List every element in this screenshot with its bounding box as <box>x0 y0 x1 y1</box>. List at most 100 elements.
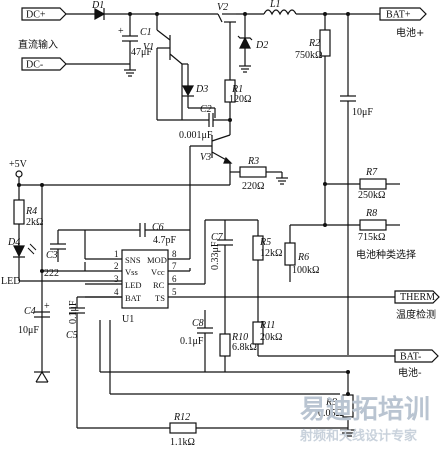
svg-text:Vss: Vss <box>125 267 138 277</box>
svg-text:D2: D2 <box>255 40 268 51</box>
transistor-v3: V3 <box>190 134 233 164</box>
svg-text:R6: R6 <box>297 252 309 263</box>
svg-text:R12: R12 <box>173 412 190 423</box>
svg-text:R5: R5 <box>259 237 271 248</box>
svg-text:V1: V1 <box>143 42 154 53</box>
svg-text:V2: V2 <box>217 2 228 13</box>
resistor-r7: R7 250kΩ <box>358 167 387 201</box>
svg-text:BAT-: BAT- <box>400 352 421 363</box>
svg-text:6: 6 <box>172 274 177 284</box>
svg-text:R4: R4 <box>25 206 37 217</box>
svg-text:20kΩ: 20kΩ <box>260 332 282 343</box>
svg-text:R8: R8 <box>365 208 377 219</box>
dc-minus-port: DC- <box>21 57 67 71</box>
svg-text:R9: R9 <box>325 397 337 408</box>
svg-text:R2: R2 <box>308 38 320 49</box>
svg-text:0.001μF: 0.001μF <box>179 130 213 141</box>
svg-text:715kΩ: 715kΩ <box>358 232 385 243</box>
svg-text:D1: D1 <box>91 0 104 11</box>
svg-text:C7: C7 <box>211 232 224 243</box>
dc-input-label: 直流输入 <box>18 38 58 51</box>
svg-text:TS: TS <box>155 293 165 303</box>
svg-text:10μF: 10μF <box>18 325 39 336</box>
svg-text:RC: RC <box>153 280 165 290</box>
svg-text:1: 1 <box>114 249 119 259</box>
svg-text:+: + <box>118 26 124 37</box>
svg-text:C2: C2 <box>200 104 212 115</box>
diode-d2: D2 <box>237 14 268 66</box>
capacitor-c1: + C1 47μF <box>118 14 152 64</box>
svg-text:MOD: MOD <box>147 255 167 265</box>
led-d4: D4 LED <box>1 237 37 287</box>
transistor-v1: V1 <box>143 14 183 120</box>
svg-text:D3: D3 <box>195 84 208 95</box>
ic-u1: SNS Vss LED BAT MOD Vcc RC TS U1 <box>121 249 169 325</box>
svg-text:750kΩ: 750kΩ <box>295 50 322 61</box>
svg-text:DC+: DC+ <box>26 10 46 21</box>
svg-text:220Ω: 220Ω <box>242 181 264 192</box>
diode-d1: D1 <box>91 0 106 21</box>
resistor-r1: R1 120Ω <box>224 79 251 105</box>
svg-text:+: + <box>44 301 50 312</box>
svg-text:SNS: SNS <box>125 255 141 265</box>
svg-text:4.7pF: 4.7pF <box>153 235 177 246</box>
svg-text:+5V: +5V <box>9 159 28 170</box>
svg-text:5: 5 <box>172 287 177 297</box>
therm-port: THERM <box>394 290 440 304</box>
inductor-l1: L1 <box>263 0 297 16</box>
svg-text:V3: V3 <box>200 152 211 163</box>
svg-text:R10: R10 <box>231 332 248 343</box>
svg-text:BAT: BAT <box>125 293 142 303</box>
svg-text:易迪拓培训: 易迪拓培训 <box>300 395 430 425</box>
svg-text:7: 7 <box>172 261 177 271</box>
dc-plus-port: DC+ <box>21 7 67 21</box>
svg-text:4: 4 <box>114 287 119 297</box>
capacitor-c2: C2 0.001μF <box>157 104 230 141</box>
capacitor-c3: C3 222 <box>44 243 66 279</box>
svg-text:R11: R11 <box>259 320 275 331</box>
capacitor-c4: + C4 10μF <box>18 301 50 336</box>
resistor-r5: R5 12kΩ <box>252 235 282 261</box>
svg-text:0.1μF: 0.1μF <box>68 300 79 324</box>
svg-text:12kΩ: 12kΩ <box>260 248 282 259</box>
svg-text:2: 2 <box>114 261 119 271</box>
svg-text:6.8kΩ: 6.8kΩ <box>232 342 257 353</box>
resistor-r3: R3 220Ω <box>239 156 267 192</box>
svg-text:100kΩ: 100kΩ <box>292 265 319 276</box>
svg-text:8: 8 <box>172 249 177 259</box>
svg-text:R7: R7 <box>365 167 378 178</box>
capacitor-c6: C6 4.7pF <box>139 222 177 246</box>
svg-text:射频和天线设计专家: 射频和天线设计专家 <box>299 428 418 444</box>
svg-text:C6: C6 <box>152 222 164 233</box>
battery-minus-label: 电池- <box>398 366 422 379</box>
svg-text:Vcc: Vcc <box>151 267 165 277</box>
capacitor-c8: C8 0.1μF <box>180 318 213 347</box>
resistor-r4: R4 2kΩ <box>13 199 43 228</box>
svg-text:THERM: THERM <box>400 292 435 303</box>
svg-text:C5: C5 <box>66 330 78 341</box>
capacitor-c5: C5 0.1μF <box>66 300 85 341</box>
svg-text:R1: R1 <box>231 84 243 95</box>
svg-text:0.33μF: 0.33μF <box>210 241 221 270</box>
svg-text:DC-: DC- <box>26 60 43 71</box>
supply-5v: +5V <box>9 159 28 178</box>
battery-plus-label: 电池+ <box>396 26 424 39</box>
diode-d3: D3 <box>181 64 208 108</box>
temp-detect-label: 温度检测 <box>396 308 436 321</box>
svg-text:C1: C1 <box>140 27 152 38</box>
svg-text:LED: LED <box>1 276 20 287</box>
svg-text:2kΩ: 2kΩ <box>26 217 43 228</box>
svg-text:D4: D4 <box>7 237 20 248</box>
svg-text:120Ω: 120Ω <box>229 94 251 105</box>
resistor-r8: R8 715kΩ <box>358 208 387 243</box>
svg-text:C8: C8 <box>192 318 204 329</box>
capacitor-output: 10μF <box>340 95 373 118</box>
svg-text:C4: C4 <box>24 306 36 317</box>
svg-text:BAT+: BAT+ <box>386 10 411 21</box>
resistor-r11: R11 20kΩ <box>252 320 282 345</box>
svg-text:LED: LED <box>125 280 142 290</box>
battery-type-label: 电池种类选择 <box>356 248 416 261</box>
capacitor-c7: C7 0.33μF <box>210 232 233 270</box>
svg-text:L1: L1 <box>269 0 281 10</box>
